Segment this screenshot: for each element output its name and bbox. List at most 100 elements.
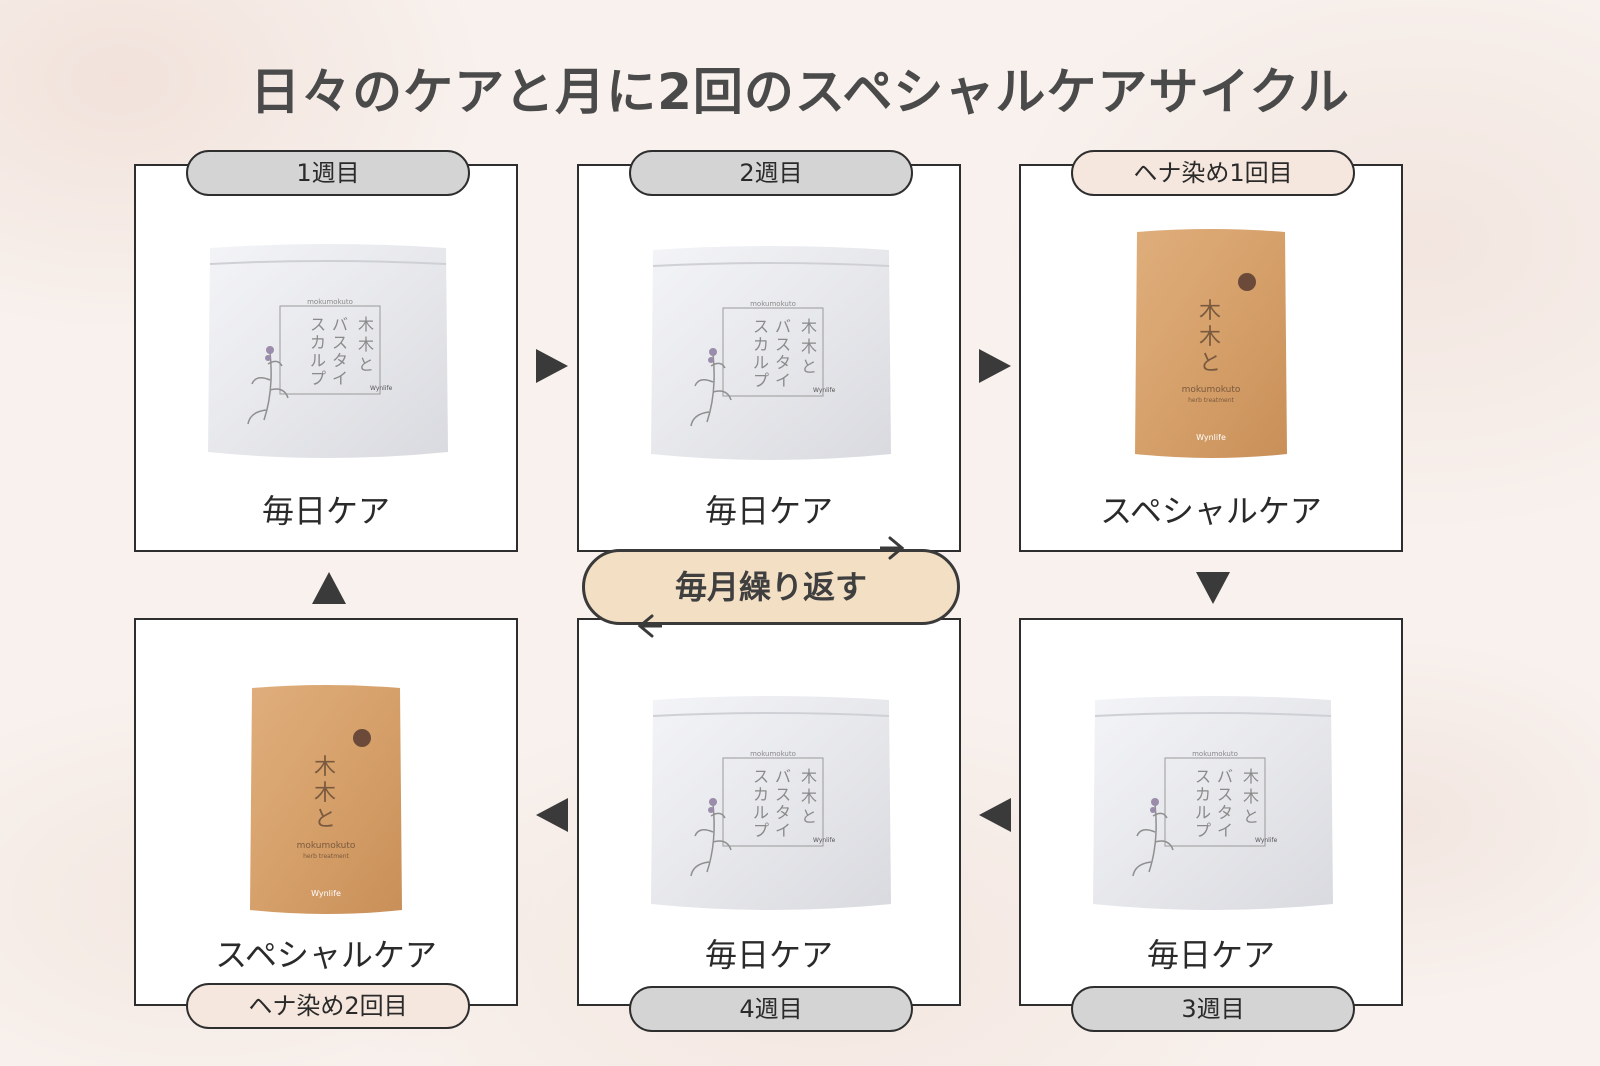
arrow-right-icon xyxy=(979,349,1011,383)
svg-text:カ: カ xyxy=(1195,785,1211,804)
svg-text:ス: ス xyxy=(775,335,791,354)
svg-text:と: と xyxy=(314,807,336,832)
svg-text:イ: イ xyxy=(332,369,348,388)
week-label-4: 4週目 xyxy=(629,986,913,1032)
svg-text:タ: タ xyxy=(775,803,791,822)
svg-text:ス: ス xyxy=(1195,767,1211,786)
svg-text:ス: ス xyxy=(332,333,348,352)
arrow-up-icon xyxy=(312,572,346,604)
svg-text:イ: イ xyxy=(775,821,791,840)
svg-text:バ: バ xyxy=(775,317,791,336)
svg-text:と: と xyxy=(358,355,374,374)
svg-text:ス: ス xyxy=(310,315,326,334)
week-label-2: 2週目 xyxy=(629,150,913,196)
svg-text:mokumokuto: mokumokuto xyxy=(307,298,353,306)
svg-text:Wynlife: Wynlife xyxy=(311,889,341,898)
svg-text:カ: カ xyxy=(753,785,769,804)
svg-text:mokumokuto: mokumokuto xyxy=(297,841,356,851)
svg-text:ス: ス xyxy=(1217,785,1233,804)
henna-pouch-image: 木木と mokumokuto herb treatment Wynlife xyxy=(246,682,406,922)
svg-text:木: 木 xyxy=(1243,787,1259,806)
svg-text:herb treatment: herb treatment xyxy=(303,853,349,860)
svg-text:木: 木 xyxy=(1199,299,1221,324)
scalp-pouch-image: 木木と バスタイ スカルプ mokumokuto Wynlife xyxy=(647,242,895,472)
step-caption: スペシャルケア xyxy=(215,936,437,974)
svg-text:イ: イ xyxy=(775,371,791,390)
svg-text:タ: タ xyxy=(775,353,791,372)
svg-text:木: 木 xyxy=(801,787,817,806)
svg-text:ル: ル xyxy=(310,351,326,370)
scalp-pouch-image: 木木と バスタイ スカルプ mokumokuto Wynlife xyxy=(647,692,895,922)
henna-label-1: ヘナ染め1回目 xyxy=(1071,150,1355,196)
svg-text:mokumokuto: mokumokuto xyxy=(750,300,796,308)
svg-text:Wynlife: Wynlife xyxy=(370,385,393,392)
svg-text:バ: バ xyxy=(1217,767,1233,786)
week-label-3: 3週目 xyxy=(1071,986,1355,1032)
svg-text:ル: ル xyxy=(753,803,769,822)
week-label-1: 1週目 xyxy=(186,150,470,196)
step-card-henna2: 木木と mokumokuto herb treatment Wynlife スペ… xyxy=(134,618,518,1006)
svg-text:木: 木 xyxy=(1243,767,1259,786)
svg-text:Wynlife: Wynlife xyxy=(1196,433,1226,442)
step-caption: 毎日ケア xyxy=(704,936,833,974)
svg-text:mokumokuto: mokumokuto xyxy=(1192,750,1238,758)
arrow-right-icon xyxy=(536,349,568,383)
svg-text:ル: ル xyxy=(1195,803,1211,822)
henna-pouch-image: 木木と mokumokuto herb treatment Wynlife xyxy=(1131,226,1291,466)
page-title: 日々のケアと月に2回のスペシャルケアサイクル xyxy=(250,63,1350,121)
step-caption: スペシャルケア xyxy=(1100,492,1322,530)
svg-text:タ: タ xyxy=(332,351,348,370)
step-caption: 毎日ケア xyxy=(1146,936,1275,974)
svg-text:イ: イ xyxy=(1217,821,1233,840)
arrow-left-icon xyxy=(536,798,568,832)
arrow-left-icon xyxy=(979,798,1011,832)
svg-text:プ: プ xyxy=(753,371,769,390)
svg-text:木: 木 xyxy=(801,337,817,356)
svg-text:ス: ス xyxy=(775,785,791,804)
svg-text:カ: カ xyxy=(753,335,769,354)
svg-text:木: 木 xyxy=(801,317,817,336)
scalp-pouch-image: 木木と バスタイ スカルプ mokumokuto Wynlife xyxy=(204,240,452,470)
step-card-week2: 木木と バスタイ スカルプ mokumokuto Wynlife 毎日ケア xyxy=(577,164,961,552)
svg-text:mokumokuto: mokumokuto xyxy=(1182,385,1241,395)
svg-text:と: と xyxy=(801,357,817,376)
svg-text:木: 木 xyxy=(358,335,374,354)
svg-text:タ: タ xyxy=(1217,803,1233,822)
svg-text:木: 木 xyxy=(358,315,374,334)
svg-text:木: 木 xyxy=(314,755,336,780)
svg-text:カ: カ xyxy=(310,333,326,352)
svg-text:木: 木 xyxy=(801,767,817,786)
svg-text:バ: バ xyxy=(332,315,348,334)
arrow-down-icon xyxy=(1196,572,1230,604)
svg-text:と: と xyxy=(1243,807,1259,826)
step-card-week4: 木木と バスタイ スカルプ mokumokuto Wynlife 毎日ケア xyxy=(577,618,961,1006)
henna-label-2: ヘナ染め2回目 xyxy=(186,983,470,1029)
svg-text:Wynlife: Wynlife xyxy=(1255,837,1278,844)
svg-text:木: 木 xyxy=(314,781,336,806)
svg-text:と: と xyxy=(1199,351,1221,376)
cycle-label: 毎月繰り返す xyxy=(674,568,867,606)
svg-text:Wynlife: Wynlife xyxy=(813,387,836,394)
step-caption: 毎日ケア xyxy=(704,492,833,530)
svg-text:mokumokuto: mokumokuto xyxy=(750,750,796,758)
cycle-badge: 毎月繰り返す xyxy=(582,549,960,625)
svg-text:木: 木 xyxy=(1199,325,1221,350)
henna-pouch-svg: 木木と mokumokuto herb treatment Wynlife xyxy=(1135,229,1287,458)
svg-text:と: と xyxy=(801,807,817,826)
svg-text:プ: プ xyxy=(753,821,769,840)
step-card-henna1: 木木と mokumokuto herb treatment Wynlife スペ… xyxy=(1019,164,1403,552)
svg-text:ス: ス xyxy=(753,767,769,786)
svg-text:プ: プ xyxy=(310,369,326,388)
cycle-arrows-icon xyxy=(637,536,905,638)
step-card-week1: 木木と バスタイ スカルプ mokumokuto Wynlife 毎日ケア xyxy=(134,164,518,552)
svg-text:Wynlife: Wynlife xyxy=(813,837,836,844)
step-caption: 毎日ケア xyxy=(261,492,390,530)
henna-pouch-svg: 木木と mokumokuto herb treatment Wynlife xyxy=(250,685,402,914)
step-card-week3: 木木と バスタイ スカルプ mokumokuto Wynlife 毎日ケア xyxy=(1019,618,1403,1006)
svg-text:ル: ル xyxy=(753,353,769,372)
svg-text:herb treatment: herb treatment xyxy=(1188,397,1234,404)
